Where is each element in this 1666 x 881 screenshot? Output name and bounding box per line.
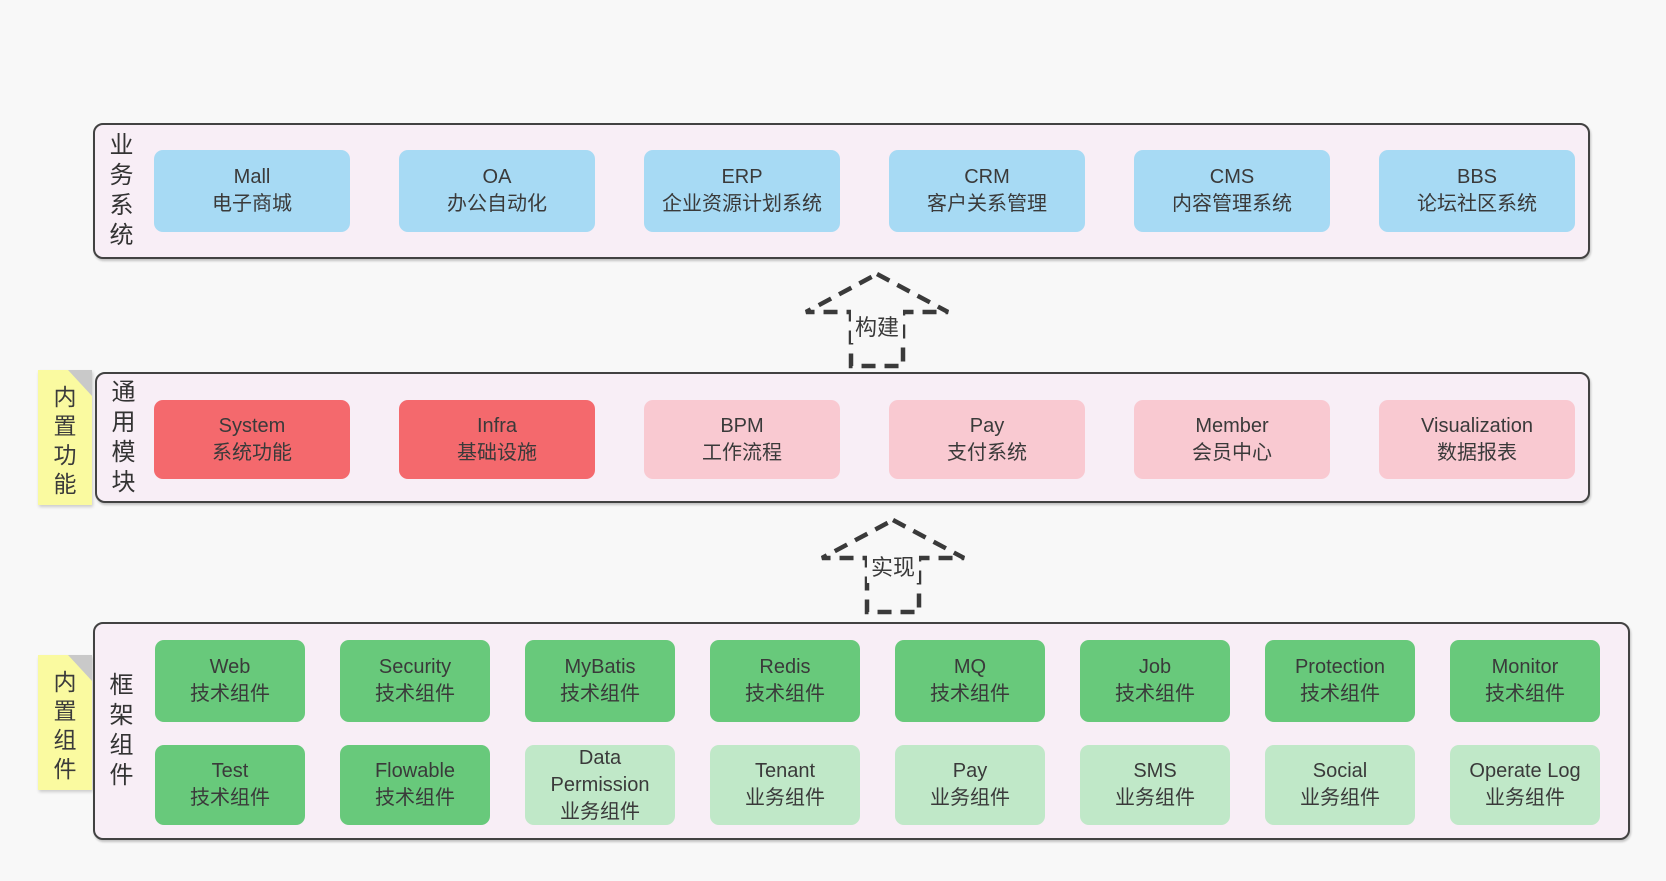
box-desc: 技术组件 xyxy=(190,787,270,809)
box-flowable: Flowable 技术组件 xyxy=(340,745,490,825)
box-bpm: BPM 工作流程 xyxy=(644,400,840,479)
box-name: SMS xyxy=(1133,760,1177,782)
box-desc: 内容管理系统 xyxy=(1172,193,1292,215)
box-desc: 技术组件 xyxy=(190,683,270,705)
box-pay-component: Pay 业务组件 xyxy=(895,745,1045,825)
box-desc: 业务组件 xyxy=(1115,787,1195,809)
box-desc: 企业资源计划系统 xyxy=(662,193,822,215)
box-name: Pay xyxy=(952,760,988,782)
box-bbs: BBS 论坛社区系统 xyxy=(1379,150,1575,232)
framework-components-side-label: 框架组件 xyxy=(109,672,134,789)
box-desc: 业务组件 xyxy=(1300,787,1380,809)
box-monitor: Monitor 技术组件 xyxy=(1450,640,1600,722)
box-desc: 技术组件 xyxy=(745,683,825,705)
build-arrow-label: 构建 xyxy=(850,309,904,343)
box-name: Pay xyxy=(969,414,1005,437)
box-name: Flowable xyxy=(374,760,456,782)
box-desc: 业务组件 xyxy=(1485,787,1565,809)
box-name: Redis xyxy=(759,656,811,678)
box-desc: 技术组件 xyxy=(1115,683,1195,705)
box-system: System 系统功能 xyxy=(154,400,350,479)
box-infra: Infra 基础设施 xyxy=(399,400,595,479)
box-mq: MQ 技术组件 xyxy=(895,640,1045,722)
box-desc: 会员中心 xyxy=(1192,441,1272,464)
box-desc: 电子商城 xyxy=(212,193,292,215)
sticky-built-in-features-label: 内置功能 xyxy=(53,384,77,497)
box-name: Tenant xyxy=(754,760,816,782)
box-protection: Protection 技术组件 xyxy=(1265,640,1415,722)
box-desc: 业务组件 xyxy=(745,787,825,809)
box-desc: 技术组件 xyxy=(560,683,640,705)
box-member: Member 会员中心 xyxy=(1134,400,1330,479)
box-desc: 支付系统 xyxy=(947,441,1027,464)
box-security: Security 技术组件 xyxy=(340,640,490,722)
box-name: Protection xyxy=(1294,656,1386,678)
box-desc: 数据报表 xyxy=(1437,441,1517,464)
box-name: OA xyxy=(482,166,512,188)
box-crm: CRM 客户关系管理 xyxy=(889,150,1085,232)
sticky-built-in-components: 内置组件 xyxy=(38,655,92,790)
box-name: Job xyxy=(1138,656,1172,678)
box-desc: 工作流程 xyxy=(702,441,782,464)
box-name: MyBatis xyxy=(564,656,636,678)
box-desc: 技术组件 xyxy=(930,683,1010,705)
box-redis: Redis 技术组件 xyxy=(710,640,860,722)
box-name: CRM xyxy=(964,166,1010,188)
box-pay-system: Pay 支付系统 xyxy=(889,400,1085,479)
box-test: Test 技术组件 xyxy=(155,745,305,825)
box-name: Operate Log xyxy=(1469,760,1581,782)
box-name: Social xyxy=(1312,760,1368,782)
box-cms: CMS 内容管理系统 xyxy=(1134,150,1330,232)
box-desc: 业务组件 xyxy=(930,787,1010,809)
box-job: Job 技术组件 xyxy=(1080,640,1230,722)
sticky-built-in-features: 内置功能 xyxy=(38,370,92,505)
box-name: Security xyxy=(378,656,452,678)
box-social: Social 业务组件 xyxy=(1265,745,1415,825)
box-data-permission: Data Permission 业务组件 xyxy=(525,745,675,825)
box-desc: 基础设施 xyxy=(457,441,537,464)
box-name: System xyxy=(218,414,286,437)
implement-arrow-label: 实现 xyxy=(866,549,920,583)
box-name: BBS xyxy=(1456,166,1498,188)
box-tenant: Tenant 业务组件 xyxy=(710,745,860,825)
box-desc: 办公自动化 xyxy=(447,193,547,215)
box-desc: 技术组件 xyxy=(1300,683,1380,705)
panel-business-systems: 业务系统 Mall 电子商城 OA 办公自动化 ERP 企业资源计划系统 CRM… xyxy=(93,123,1590,259)
box-desc: 业务组件 xyxy=(560,800,640,823)
box-desc: 技术组件 xyxy=(375,683,455,705)
implement-arrow-icon xyxy=(820,517,966,615)
box-name: BPM xyxy=(720,414,764,437)
box-name: ERP xyxy=(721,166,763,188)
box-mybatis: MyBatis 技术组件 xyxy=(525,640,675,722)
common-modules-side-label: 通用模块 xyxy=(111,378,136,496)
panel-framework-components: 框架组件 Web 技术组件 Security 技术组件 MyBatis 技术组件… xyxy=(93,622,1630,840)
box-name: Test xyxy=(211,760,249,782)
box-desc: 论坛社区系统 xyxy=(1417,193,1537,215)
box-name: Web xyxy=(209,656,251,678)
box-sms: SMS 业务组件 xyxy=(1080,745,1230,825)
box-erp: ERP 企业资源计划系统 xyxy=(644,150,840,232)
build-arrow-icon xyxy=(804,271,950,369)
box-desc: 技术组件 xyxy=(375,787,455,809)
box-name: Data Permission xyxy=(550,746,650,796)
panel-common-modules: 通用模块 System 系统功能 Infra 基础设施 BPM 工作流程 Pay… xyxy=(95,372,1590,503)
box-desc: 系统功能 xyxy=(212,441,292,464)
box-name: MQ xyxy=(953,656,987,678)
box-web: Web 技术组件 xyxy=(155,640,305,722)
box-name: Visualization xyxy=(1421,414,1533,437)
box-desc: 客户关系管理 xyxy=(927,193,1047,215)
box-operate-log: Operate Log 业务组件 xyxy=(1450,745,1600,825)
box-name: Member xyxy=(1195,414,1269,437)
box-desc: 技术组件 xyxy=(1485,683,1565,705)
box-oa: OA 办公自动化 xyxy=(399,150,595,232)
box-visualization: Visualization 数据报表 xyxy=(1379,400,1575,479)
box-name: Mall xyxy=(233,166,271,188)
business-systems-side-label: 业务系统 xyxy=(109,132,134,249)
box-name: Monitor xyxy=(1491,656,1559,678)
box-mall: Mall 电子商城 xyxy=(154,150,350,232)
box-name: Infra xyxy=(476,414,518,437)
sticky-built-in-components-label: 内置组件 xyxy=(53,669,77,782)
box-name: CMS xyxy=(1209,166,1255,188)
